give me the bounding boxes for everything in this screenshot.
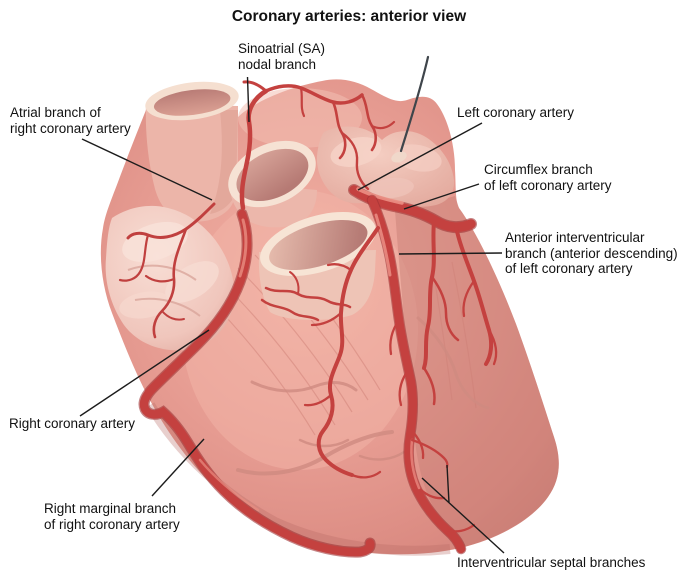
anterior-interventricular-vessel xyxy=(366,194,467,555)
svc-lumen xyxy=(153,89,231,116)
label-text-line: Atrial branch of xyxy=(10,105,101,120)
label-text-line: of left coronary artery xyxy=(484,177,612,193)
label-text-line: Sinoatrial (SA) xyxy=(238,41,326,56)
right-coronary-artery-vessel xyxy=(138,208,376,558)
superior-vena-cava-stump xyxy=(145,81,239,222)
leader-anterior-interventricular xyxy=(398,252,503,255)
label-text-line: Right marginal branch xyxy=(44,501,177,516)
leader-atrial-branch xyxy=(81,138,213,201)
label-atrial-branch: Atrial branch of right coronary artery xyxy=(10,105,131,136)
sa-nodal-branch-vessel xyxy=(239,80,396,211)
diagonal-branch-vessel xyxy=(303,226,382,479)
label-text-line: of right coronary artery xyxy=(44,516,180,532)
label-left-coronary-artery: Left coronary artery xyxy=(457,105,574,121)
label-text-line: Left coronary artery xyxy=(457,105,575,120)
label-text-line: right coronary artery xyxy=(10,120,131,136)
label-right-coronary-artery: Right coronary artery xyxy=(9,416,135,432)
appendage-lobe-highlight xyxy=(370,177,414,199)
label-text-line: of left coronary artery xyxy=(505,261,633,276)
cardiac-veins xyxy=(236,316,490,476)
left-main-stub xyxy=(391,151,407,163)
label-interventricular-septal-branches: Interventricular septal branches xyxy=(457,555,645,571)
aorta-opening xyxy=(228,140,317,228)
leader-right-coronary xyxy=(79,329,210,417)
label-text-line: Anterior interventricular xyxy=(505,230,645,245)
leader-right-marginal xyxy=(151,438,205,497)
appendage-lobe-highlight xyxy=(165,261,219,303)
label-circumflex-branch: Circumflex branch of left coronary arter… xyxy=(484,162,612,193)
leader-circumflex xyxy=(403,183,480,210)
figure-title: Coronary arteries: anterior view xyxy=(231,8,467,25)
leader-lines xyxy=(79,76,505,554)
leader-sa-nodal xyxy=(246,76,250,123)
circumflex-branch-vessel xyxy=(422,220,498,406)
label-anterior-interventricular: Anterior interventricular branch (anteri… xyxy=(505,230,678,277)
atrial-branch-vessels xyxy=(118,202,216,339)
pulmonary-lumen xyxy=(269,219,368,270)
leader-septal-branches xyxy=(421,464,505,554)
label-text-line: Circumflex branch xyxy=(484,162,593,177)
label-right-marginal-branch: Right marginal branch of right coronary … xyxy=(44,501,180,532)
probe-needle xyxy=(399,55,430,153)
label-text-line: Interventricular septal branches xyxy=(457,555,646,570)
label-sinoatrial-nodal-branch: Sinoatrial (SA) nodal branch xyxy=(238,41,325,72)
bottom-rim-shading xyxy=(145,402,451,556)
conus-vessels xyxy=(260,271,352,322)
label-text-line: nodal branch xyxy=(238,56,317,72)
label-text-line: Right coronary artery xyxy=(9,416,136,431)
leader-left-coronary xyxy=(357,122,483,191)
septal-branch-vessels xyxy=(389,318,476,533)
aorta-lumen xyxy=(236,148,309,201)
label-text-line: branch (anterior descending) xyxy=(505,245,678,261)
